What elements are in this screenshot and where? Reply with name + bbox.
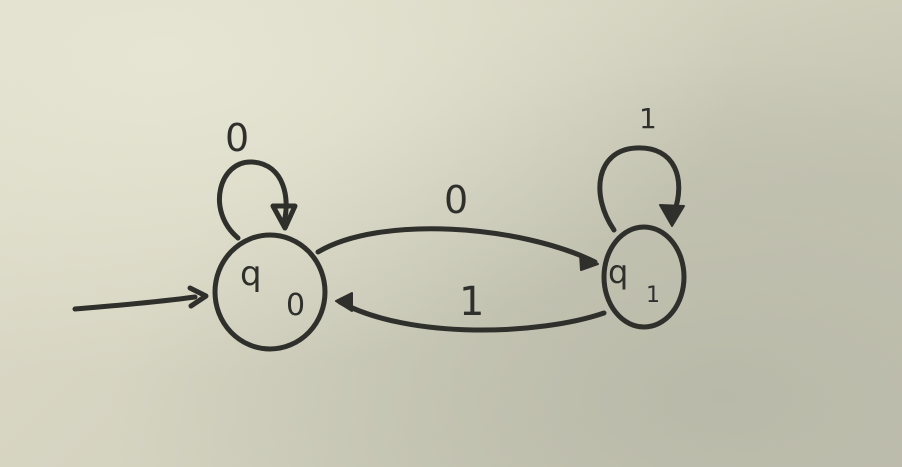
state-q1-subscript: 1	[646, 283, 660, 308]
transition-q0-self-label: 0	[225, 116, 249, 160]
state-q0: q 0	[212, 232, 328, 352]
transition-q0-to-q1-label: 0	[444, 178, 468, 222]
transition-q1-to-q0-label: 1	[459, 279, 484, 325]
state-q1: q 1	[601, 224, 687, 330]
transition-q0-to-q1: 0	[315, 178, 599, 271]
arrowhead	[579, 253, 599, 271]
arrowhead	[270, 203, 298, 231]
transition-q0-self: 0	[217, 116, 298, 241]
start-arrow	[72, 285, 209, 312]
arrowhead	[659, 204, 685, 227]
state-q0-subscript: 0	[286, 288, 305, 323]
state-q0-circle	[212, 232, 328, 352]
state-q0-name: q	[240, 254, 262, 294]
arrowhead	[335, 292, 353, 312]
transition-q1-to-q0: 1	[335, 279, 607, 333]
transition-q1-self-label: 1	[639, 102, 657, 135]
state-q1-circle	[601, 224, 687, 330]
transition-q1-self: 1	[597, 102, 685, 233]
state-q1-name: q	[608, 253, 628, 291]
